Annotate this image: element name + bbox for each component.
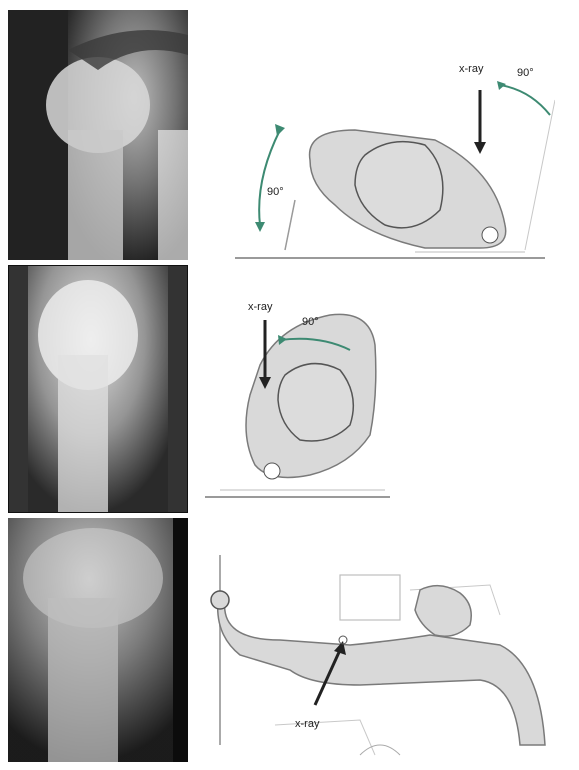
xray-shoulder-middle [8,265,188,513]
xray-image-bottom [8,518,188,762]
angle-label: 90° [302,316,319,328]
xray-shoulder-top [8,10,188,260]
humeral-head [278,364,353,441]
positioning-diagram-middle: x-ray 90° [200,285,400,515]
positioning-diagram-bottom: x-ray [200,545,550,760]
ref-line [525,100,555,250]
xray-label-bottom: x-ray [295,718,320,730]
rotation-arrowhead-left-bottom [255,222,265,232]
xray-label-middle: x-ray [248,301,273,313]
xray-image-middle [8,265,188,513]
angle-label-left: 90° [267,186,284,198]
contour [360,745,400,755]
xray-beam-arrowhead [474,142,486,154]
xray-image-top [8,10,188,260]
rotation-arrow-right [500,85,550,115]
bone-crosssection [482,227,498,243]
rotation-arrowhead-left-top [275,124,285,136]
angle-label-right: 90° [517,67,534,79]
support-line [285,200,295,250]
patient-head [415,586,471,637]
xray-shoulder-bottom [8,518,188,762]
patient-hand [211,591,229,609]
xray-label-top: x-ray [459,63,484,75]
patient-body [218,600,545,745]
detector-frame [340,575,400,620]
rotation-arrow-left [259,130,280,225]
table-outline-2 [275,720,375,755]
bone-crosssection [264,463,280,479]
positioning-diagram-top: x-ray 90° 90° [225,20,555,270]
